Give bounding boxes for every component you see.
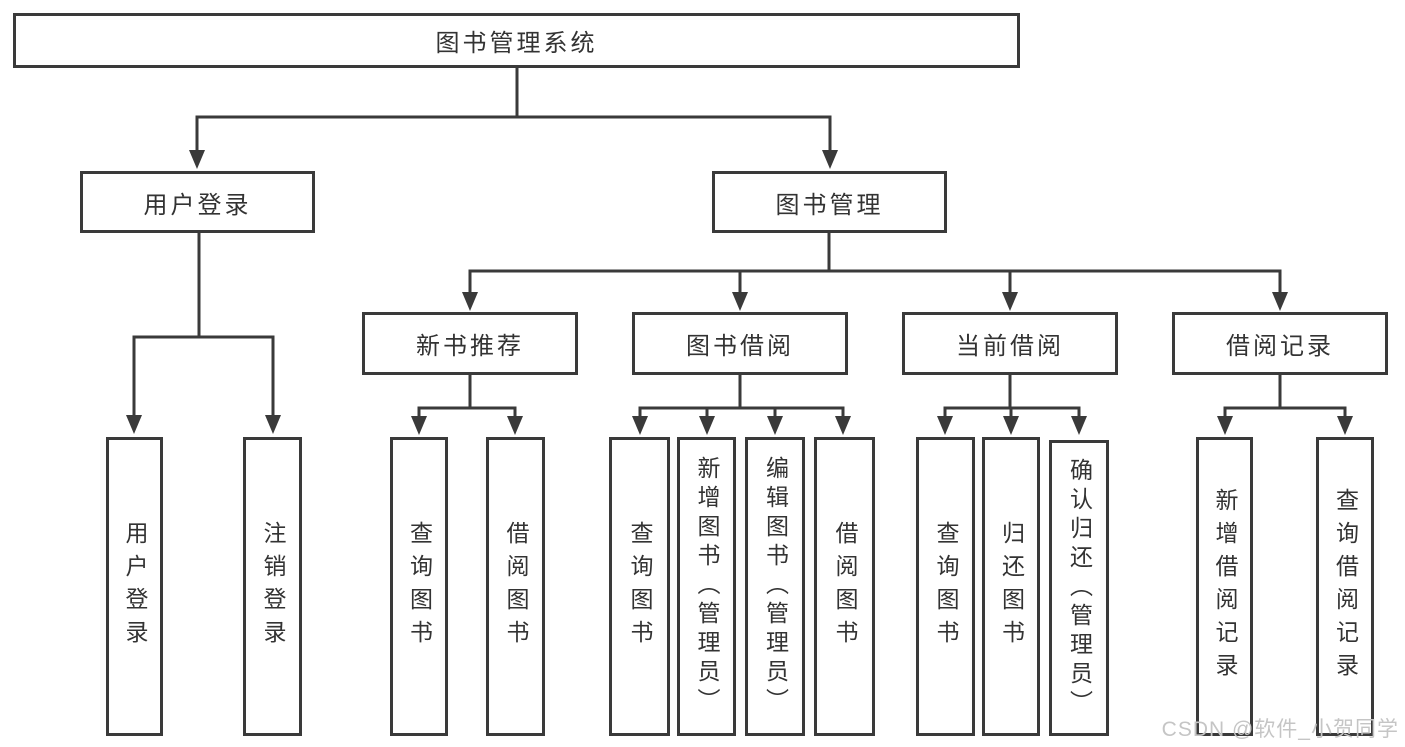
leaf-borrow-books-recommend: 借阅图书 — [486, 437, 545, 736]
node-label: 用户登录 — [122, 520, 148, 653]
leaf-logout: 注销登录 — [243, 437, 302, 736]
leaf-add-borrow-record: 新增借阅记录 — [1196, 437, 1253, 736]
node-library-management-system: 图书管理系统 — [13, 13, 1020, 68]
node-label: 图书管理 — [775, 191, 884, 219]
node-label: 图书借阅 — [686, 333, 794, 360]
node-book-borrowing: 图书借阅 — [632, 312, 848, 375]
leaf-query-books-recommend: 查询图书 — [390, 437, 448, 736]
node-label: 查询图书 — [933, 520, 959, 653]
node-label: 查询借阅记录 — [1332, 487, 1359, 686]
node-label: 当前借阅 — [956, 333, 1064, 360]
node-new-book-recommendation: 新书推荐 — [362, 312, 578, 375]
leaf-query-borrow-record: 查询借阅记录 — [1316, 437, 1374, 736]
leaf-query-books-current: 查询图书 — [916, 437, 975, 736]
node-label: 用户登录 — [143, 191, 252, 219]
node-label: 借阅记录 — [1226, 333, 1334, 360]
node-label: 新书推荐 — [416, 333, 524, 360]
node-label: 查询图书 — [406, 520, 433, 653]
leaf-borrow-books: 借阅图书 — [814, 437, 875, 736]
node-label: 借阅图书 — [503, 520, 529, 653]
node-label: 图书管理系统 — [435, 30, 598, 57]
node-label: 查询图书 — [627, 520, 653, 653]
node-label: 借阅图书 — [832, 520, 858, 653]
leaf-confirm-return-admin: 确认归还（管理员） — [1049, 440, 1109, 736]
node-label: 新增图书（管理员） — [694, 456, 720, 717]
node-book-management: 图书管理 — [712, 171, 947, 233]
leaf-query-books-borrow: 查询图书 — [609, 437, 670, 736]
leaf-add-books-admin: 新增图书（管理员） — [677, 437, 736, 736]
node-user-login: 用户登录 — [80, 171, 315, 233]
leaf-return-books: 归还图书 — [982, 437, 1040, 736]
node-label: 确认归还（管理员） — [1066, 457, 1093, 719]
leaf-edit-books-admin: 编辑图书（管理员） — [745, 437, 805, 736]
node-label: 注销登录 — [260, 520, 286, 653]
node-borrowing-records: 借阅记录 — [1172, 312, 1388, 375]
node-label: 新增借阅记录 — [1212, 487, 1238, 686]
node-current-borrowing: 当前借阅 — [902, 312, 1118, 375]
csdn-watermark: CSDN @软件_小贺同学 — [1161, 718, 1399, 741]
node-label: 编辑图书（管理员） — [762, 456, 789, 717]
node-label: 归还图书 — [998, 520, 1025, 653]
leaf-user-login: 用户登录 — [106, 437, 163, 736]
